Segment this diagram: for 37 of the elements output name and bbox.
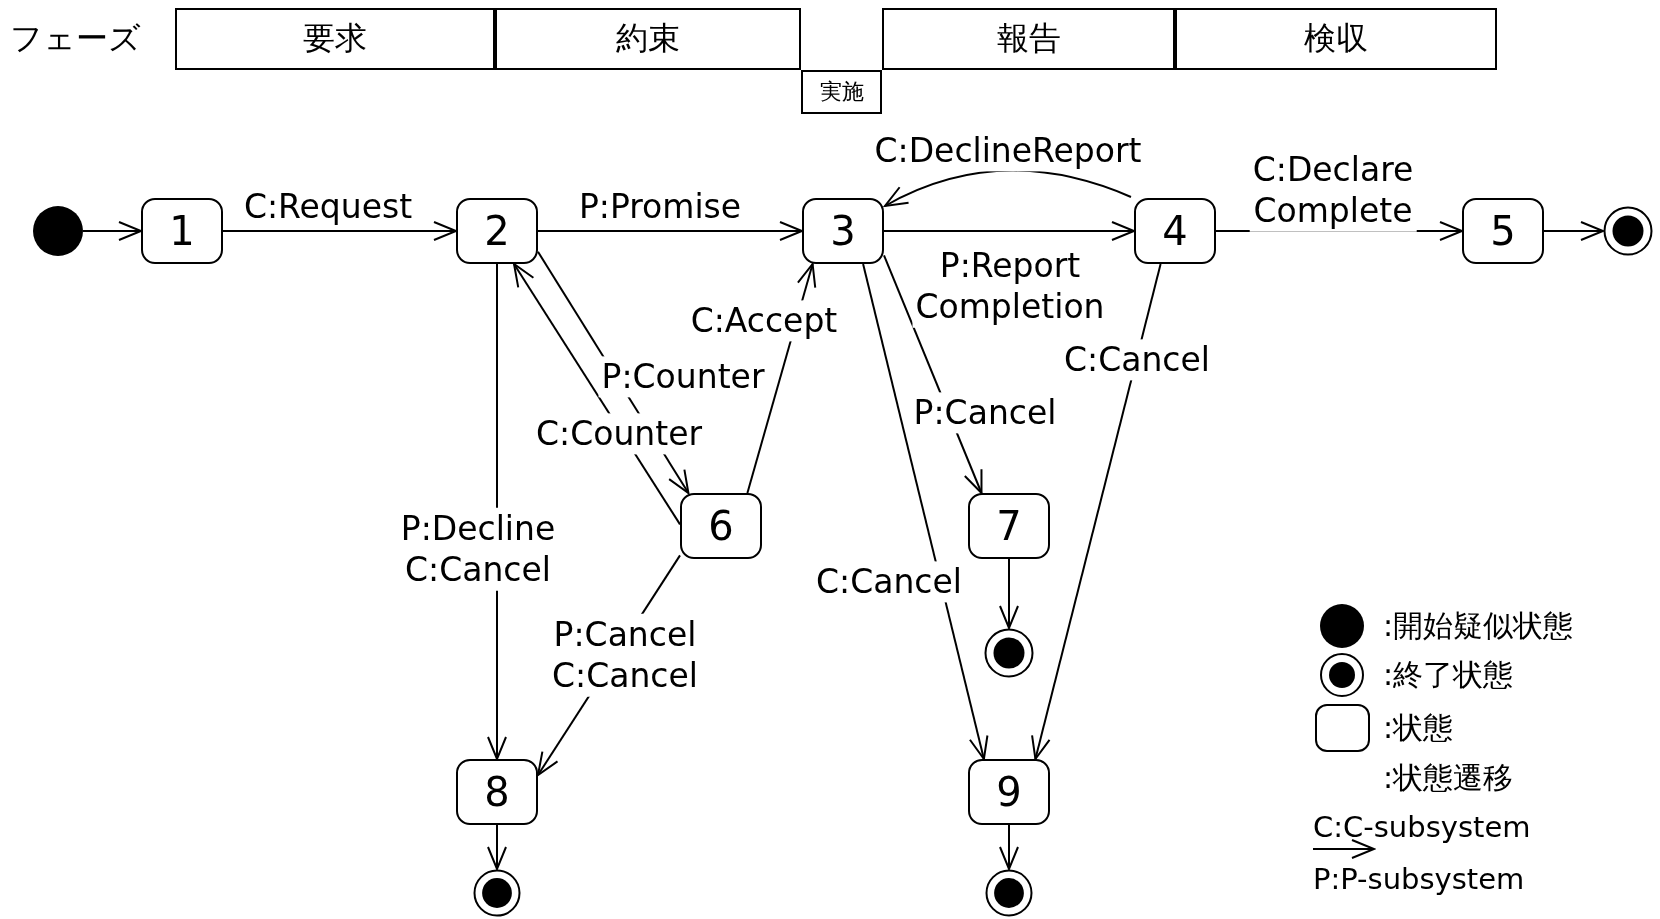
state-box: 8 (456, 759, 538, 825)
transition-arrow (883, 221, 1135, 241)
state-box: 5 (1462, 198, 1544, 264)
subsystem-note: P:P-subsystem (1313, 862, 1525, 896)
subsystem-note: C:C-subsystem (1313, 810, 1531, 844)
state-box: 6 (680, 493, 762, 559)
transition-arrow (82, 221, 142, 241)
transition-arrow (1543, 221, 1604, 241)
transition-arrow (487, 824, 507, 870)
legend-text: :開始疑似状態 (1383, 606, 1574, 645)
state-box: 4 (1134, 198, 1216, 264)
transition-arrow (999, 558, 1019, 629)
phase-box: 実施 (801, 70, 882, 114)
final-state (1603, 206, 1653, 256)
row-label: フェーズ (10, 18, 141, 59)
state-box: 3 (802, 198, 884, 264)
state-box: 7 (968, 493, 1050, 559)
phase-box: 報告 (882, 8, 1175, 70)
edge-label: P:Counter (598, 356, 768, 398)
final-state (984, 628, 1034, 678)
final-state (985, 869, 1033, 917)
state-box: 1 (141, 198, 223, 264)
legend-text: :終了状態 (1383, 655, 1514, 694)
transition-arrow (999, 824, 1019, 870)
transition-arrow (1031, 263, 1162, 760)
state-box: 9 (968, 759, 1050, 825)
initial-state (33, 206, 83, 256)
legend-text: :状態 (1383, 708, 1454, 747)
phase-box: 約束 (495, 8, 801, 70)
legend-text: :状態遷移 (1383, 758, 1514, 797)
transition-arrow (537, 221, 803, 241)
phase-box: 要求 (175, 8, 495, 70)
phase-box: 検収 (1175, 8, 1497, 70)
transition-arrow (862, 263, 989, 760)
final-state (473, 869, 521, 917)
state-box: 2 (456, 198, 538, 264)
transition-arrow (222, 221, 457, 241)
